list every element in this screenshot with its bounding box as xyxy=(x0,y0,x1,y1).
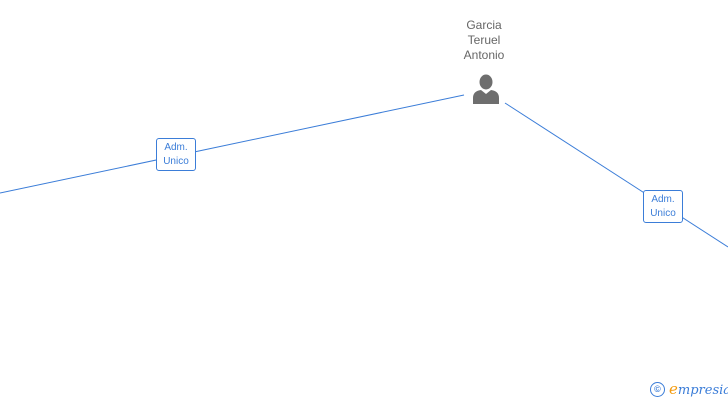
person-name[interactable]: Garcia Teruel Antonio xyxy=(444,18,524,63)
person-name-line-1: Garcia xyxy=(466,18,502,32)
role-badge-right[interactable]: Adm. Unico xyxy=(643,190,683,223)
edge-right xyxy=(504,102,728,248)
edge-left xyxy=(0,94,465,194)
role-badge-left[interactable]: Adm. Unico xyxy=(156,138,196,171)
brand-name: empresia xyxy=(669,380,728,398)
brand-name-rest: mpresia xyxy=(677,383,728,398)
person-name-line-2: Teruel xyxy=(467,33,501,47)
role-badge-left-line-2: Unico xyxy=(163,156,189,167)
brand-logo: © empresia xyxy=(650,378,728,400)
role-badge-left-line-1: Adm. xyxy=(164,142,188,153)
role-badge-right-line-2: Unico xyxy=(650,208,676,219)
person-icon[interactable] xyxy=(470,74,502,104)
copyright-icon: © xyxy=(650,381,665,397)
role-badge-right-line-1: Adm. xyxy=(651,194,675,205)
person-name-line-3: Antonio xyxy=(463,48,505,62)
brand-name-first: e xyxy=(669,380,678,398)
